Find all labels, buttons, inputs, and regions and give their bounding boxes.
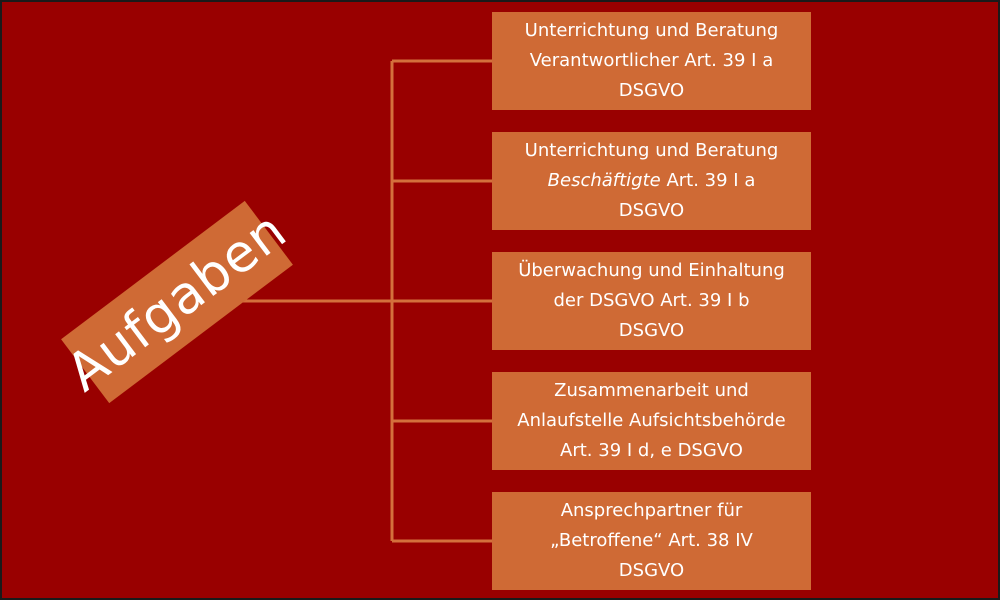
task-box-2: Unterrichtung und Beratung Beschäftigte … — [492, 132, 811, 230]
task-5-line-1: Ansprechpartner für — [560, 500, 743, 521]
task-4-line-2: Anlaufstelle Aufsichtsbehörde — [517, 406, 786, 436]
task-4-line-1: Zusammenarbeit und — [554, 380, 749, 401]
task-3-line-2-text: der DSGVO Art. 39 I b — [553, 290, 750, 311]
task-4-line-2-text: Anlaufstelle Aufsichtsbehörde — [517, 410, 786, 431]
task-5-line-2-text: „Betroffene“ Art. 38 IV — [550, 530, 753, 551]
task-5-line-3: DSGVO — [618, 560, 685, 581]
task-box-3: Überwachung und Einhaltung der DSGVO Art… — [492, 252, 811, 350]
task-2-line-2: Beschäftigte Art. 39 I a — [525, 166, 779, 196]
task-box-4: Zusammenarbeit und Anlaufstelle Aufsicht… — [492, 372, 811, 470]
task-1-line-2-text: Verantwortlicher Art. 39 I a — [529, 50, 774, 71]
task-2-line-1: Unterrichtung und Beratung — [524, 140, 779, 161]
task-1-line-2: Verantwortlicher Art. 39 I a — [525, 46, 779, 76]
task-3-line-2: der DSGVO Art. 39 I b — [518, 286, 785, 316]
task-5-line-2: „Betroffene“ Art. 38 IV — [550, 526, 753, 556]
task-box-5: Ansprechpartner für „Betroffene“ Art. 38… — [492, 492, 811, 590]
task-1-line-3: DSGVO — [618, 80, 685, 101]
task-box-1: Unterrichtung und Beratung Verantwortlic… — [492, 12, 811, 110]
task-1-line-1: Unterrichtung und Beratung — [524, 20, 779, 41]
task-3-line-3: DSGVO — [618, 320, 685, 341]
task-2-line-2-italic: Beschäftigte — [547, 170, 661, 191]
task-3-line-1: Überwachung und Einhaltung — [518, 260, 785, 281]
task-4-line-3: Art. 39 I d, e DSGVO — [560, 440, 743, 461]
task-2-line-2-text: Art. 39 I a — [660, 170, 756, 191]
task-2-line-3: DSGVO — [618, 200, 685, 221]
